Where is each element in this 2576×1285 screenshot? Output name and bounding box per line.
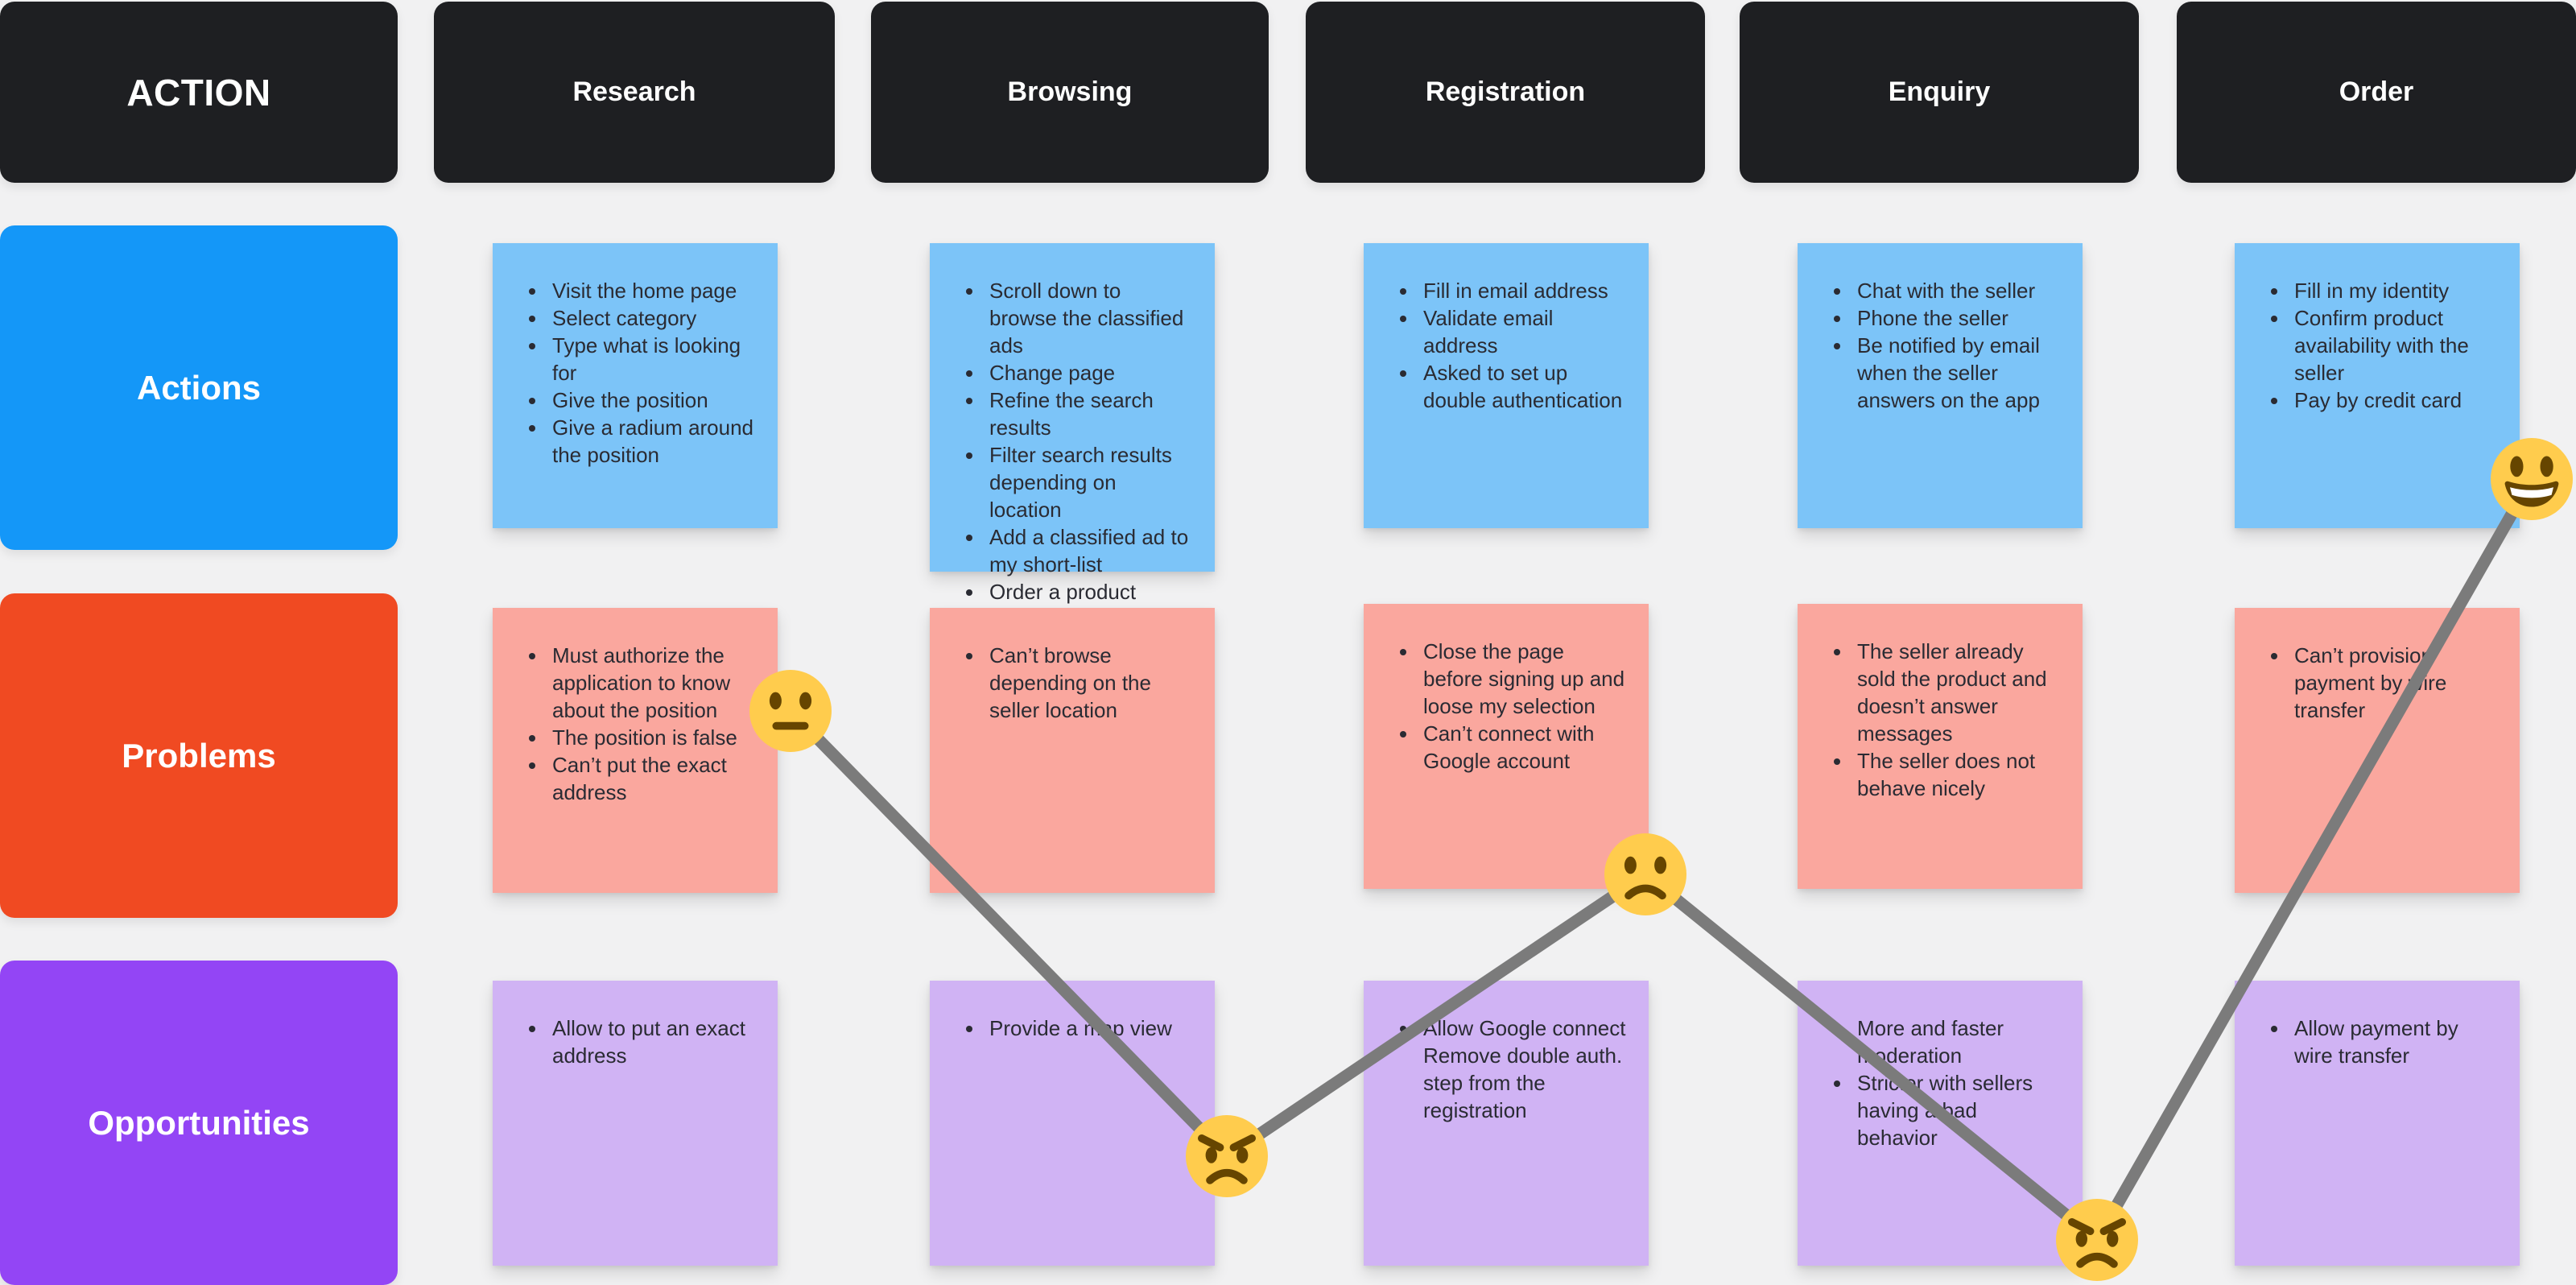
note-item: Change page xyxy=(985,359,1194,386)
note-item: Allow to put an exact address xyxy=(547,1014,757,1069)
note-item: Chat with the seller xyxy=(1852,277,2062,304)
sticky-note-problems-enquiry[interactable]: The seller already sold the product and … xyxy=(1798,604,2083,889)
grinning-face-icon[interactable] xyxy=(2488,436,2575,523)
note-item: Allow payment by wire transfer xyxy=(2289,1014,2499,1069)
sticky-note-opportunities-enquiry[interactable]: More and faster moderation Stricter with… xyxy=(1798,981,2083,1266)
row-label-problems[interactable]: Problems xyxy=(0,593,398,918)
note-item: Can’t provision payment by wire transfer xyxy=(2289,642,2499,724)
note-item: Validate email address xyxy=(1418,304,1628,359)
sticky-note-problems-browsing[interactable]: Can’t browse depending on the seller loc… xyxy=(930,608,1215,893)
row-label-text: Opportunities xyxy=(88,1103,310,1142)
sticky-note-opportunities-browsing[interactable]: Provide a map view xyxy=(930,981,1215,1266)
note-item: Can’t put the exact address xyxy=(547,751,757,806)
note-item: Scroll down to browse the classified ads xyxy=(985,277,1194,359)
header-card-enquiry[interactable]: Enquiry xyxy=(1740,2,2139,183)
note-item: Stricter with sellers having a bad behav… xyxy=(1852,1069,2062,1151)
note-item: The position is false xyxy=(547,724,757,751)
sticky-note-opportunities-order[interactable]: Allow payment by wire transfer xyxy=(2235,981,2520,1266)
note-item: Must authorize the application to know a… xyxy=(547,642,757,724)
frowning-face-icon[interactable] xyxy=(1602,831,1689,918)
angry-face-icon[interactable] xyxy=(1183,1113,1270,1200)
note-item: Add a classified ad to my short-list xyxy=(985,523,1194,578)
note-item: Filter search results depending on locat… xyxy=(985,441,1194,523)
header-card-action[interactable]: ACTION xyxy=(0,2,398,183)
note-item: Pay by credit card xyxy=(2289,386,2499,414)
note-item: The seller already sold the product and … xyxy=(1852,638,2062,747)
sticky-note-problems-research[interactable]: Must authorize the application to know a… xyxy=(493,608,778,893)
note-item: Give a radium around the position xyxy=(547,414,757,469)
note-item: Be notified by email when the seller ans… xyxy=(1852,332,2062,414)
note-item: Select category xyxy=(547,304,757,332)
note-item: Can’t browse depending on the seller loc… xyxy=(985,642,1194,724)
note-item: Type what is looking for xyxy=(547,332,757,386)
note-item: Close the page before signing up and loo… xyxy=(1418,638,1628,720)
stage-label: Research xyxy=(572,76,696,107)
stage-label: Browsing xyxy=(1007,76,1133,107)
note-item: More and faster moderation xyxy=(1852,1014,2062,1069)
note-item: Order a product xyxy=(985,578,1194,605)
note-item: Provide a map view xyxy=(985,1014,1194,1042)
sticky-note-opportunities-research[interactable]: Allow to put an exact address xyxy=(493,981,778,1266)
header-title: ACTION xyxy=(126,71,271,114)
neutral-face-icon[interactable] xyxy=(747,667,834,754)
header-card-order[interactable]: Order xyxy=(2177,2,2576,183)
note-item: Refine the search results xyxy=(985,386,1194,441)
sticky-note-problems-order[interactable]: Can’t provision payment by wire transfer xyxy=(2235,608,2520,893)
stage-label: Registration xyxy=(1425,76,1586,107)
note-item: The seller does not behave nicely xyxy=(1852,747,2062,802)
header-card-browsing[interactable]: Browsing xyxy=(871,2,1269,183)
sticky-note-actions-order[interactable]: Fill in my identity Confirm product avai… xyxy=(2235,243,2520,528)
note-item: Asked to set up double authentication xyxy=(1418,359,1628,414)
note-item: Fill in email address xyxy=(1418,277,1628,304)
sticky-note-actions-enquiry[interactable]: Chat with the seller Phone the seller Be… xyxy=(1798,243,2083,528)
row-label-text: Actions xyxy=(136,368,261,407)
note-item: Give the position xyxy=(547,386,757,414)
note-item: Confirm product availability with the se… xyxy=(2289,304,2499,386)
sticky-note-actions-research[interactable]: Visit the home page Select category Type… xyxy=(493,243,778,528)
stage-label: Enquiry xyxy=(1888,76,1991,107)
sticky-note-opportunities-registration[interactable]: Allow Google connect Remove double auth.… xyxy=(1364,981,1649,1266)
stage-label: Order xyxy=(2339,76,2414,107)
angry-face-icon[interactable] xyxy=(2054,1196,2140,1283)
sticky-note-actions-browsing[interactable]: Scroll down to browse the classified ads… xyxy=(930,243,1215,604)
note-item: Allow Google connect Remove double auth.… xyxy=(1418,1014,1628,1124)
row-label-actions[interactable]: Actions xyxy=(0,225,398,550)
header-card-registration[interactable]: Registration xyxy=(1306,2,1705,183)
note-item: Can’t connect with Google account xyxy=(1418,720,1628,775)
row-label-opportunities[interactable]: Opportunities xyxy=(0,961,398,1285)
row-label-text: Problems xyxy=(122,736,276,775)
note-item: Phone the seller xyxy=(1852,304,2062,332)
note-item: Visit the home page xyxy=(547,277,757,304)
header-card-research[interactable]: Research xyxy=(434,2,835,183)
note-item: Fill in my identity xyxy=(2289,277,2499,304)
sticky-note-actions-registration[interactable]: Fill in email address Validate email add… xyxy=(1364,243,1649,528)
